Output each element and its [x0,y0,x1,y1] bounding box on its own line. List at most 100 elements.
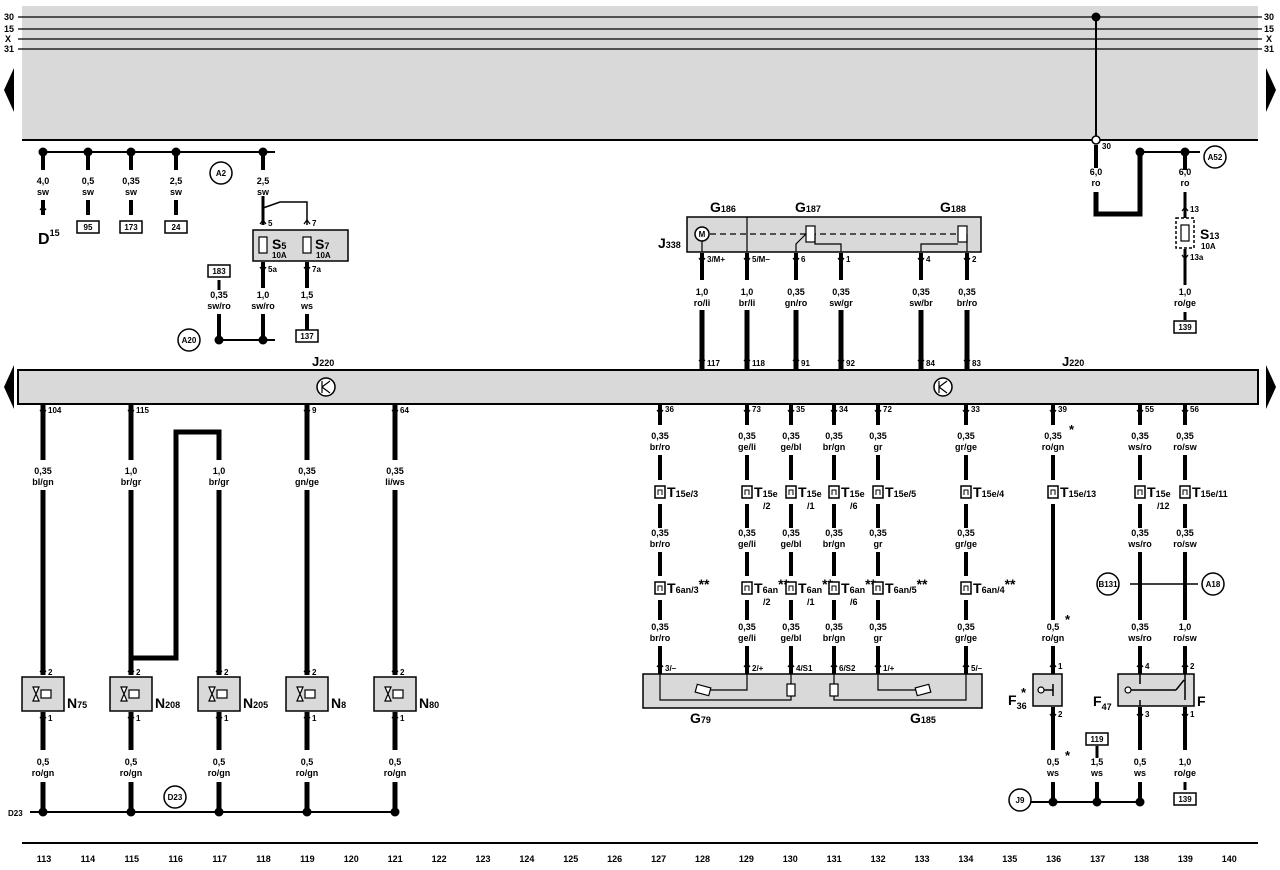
valve-icon [384,686,392,702]
continue-right-arrow-icon [1266,68,1276,112]
column-number: 138 [1134,854,1149,864]
rail-15-left: 15 [4,24,14,34]
valve-icon [208,686,216,702]
connector-label: T15e/5 [885,484,916,500]
wire [1093,152,1143,217]
ref-box [76,220,100,234]
wire-size: 1,0 [1179,757,1192,767]
pin-label: 5a [268,265,277,274]
connector-icon [654,485,666,499]
wire-color: ge/li [738,442,756,452]
wire-size: 2,5 [257,176,270,186]
fuse-icon [1180,224,1190,242]
ref-a20-label: A20 [182,336,197,345]
pin-label: 6/S2 [839,664,856,673]
wire-color: ge/bl [780,539,801,549]
wire-color: ws [1090,768,1103,778]
connector-label: T15e/13 [1060,484,1096,500]
pin-label: 1 [1190,710,1195,719]
connector-icon [654,581,666,595]
wire-color: sw/gr [829,298,853,308]
wire-size: 0,35 [957,622,975,632]
pin-arrow-icon [1181,206,1189,212]
column-number: 121 [388,854,403,864]
column-number: 128 [695,854,710,864]
connector-label: T6an/3** [667,576,710,596]
terminal-d: D15 [38,228,60,248]
column-number: 136 [1046,854,1061,864]
pin-label: 118 [752,359,765,368]
pin-label: 84 [926,359,935,368]
pin-label: 39 [1058,405,1067,414]
pin-label: 30 [1102,142,1111,151]
wire-size: 0,5 [1134,757,1147,767]
pin-label: 13 [1190,205,1199,214]
connector-sub: /2 [763,597,771,607]
wire-size: 0,35 [651,622,669,632]
wire-color: br/gn [823,633,846,643]
wire-size: 0,35 [825,622,843,632]
pin-arrow-icon [963,257,971,263]
pin-label: 5 [268,219,273,228]
ref-box [1085,732,1109,746]
pin-label: 2 [972,255,977,264]
valve-icon [32,686,40,702]
ref-box [119,220,143,234]
pin-arrow-icon [1136,662,1144,668]
injector-valve [373,676,417,712]
wire-color: ro/gn [32,768,55,778]
pin-label: 2 [400,668,405,677]
wire-color: ws/ro [1127,442,1152,452]
wire-color: sw/ro [251,301,275,311]
g188-label: G188 [940,199,966,215]
connector-icon [872,485,884,499]
wire-color: ro/li [694,298,711,308]
ref-box [1173,792,1197,806]
wire-color: ro/gn [120,768,143,778]
ref-a20 [177,328,201,352]
pin-label: 1 [312,714,317,723]
wire-size: 1,5 [301,290,314,300]
wire-color: ws [300,301,313,311]
connector-icon [960,485,972,499]
pin-arrow-icon [39,409,47,415]
pin-arrow-icon [1136,409,1144,415]
wire-color: gr [874,633,883,643]
f36-label: F36 [1008,692,1027,711]
wire-color: ge/li [738,539,756,549]
wire-color: sw [82,187,95,197]
fuse-icon [302,236,312,254]
connector-icon [1179,485,1191,499]
wire-color: bl/gn [32,477,54,487]
ref-box [207,264,231,278]
wire-size: 1,5 [1091,757,1104,767]
wire-color: ro/ge [1174,768,1196,778]
pin-label: 117 [707,359,720,368]
wire-size: 0,35 [1131,528,1149,538]
pin-arrow-icon [837,356,845,362]
connector-icon [1134,485,1146,499]
pin-arrow-icon [127,409,135,415]
connector-sub: /6 [850,501,858,511]
wire-color: ws [1046,768,1059,778]
pin-arrow-icon [874,662,882,668]
wire-color: br/ro [650,633,671,643]
connector-icon [785,485,797,499]
wire-size: 0,35 [738,528,756,538]
wire-size: 0,35 [651,528,669,538]
pin-label: 91 [801,359,810,368]
note-star: * [1021,685,1027,700]
ref-box-label: 137 [300,332,314,341]
pedal-sender-unit [642,673,983,709]
column-number: 139 [1178,854,1193,864]
column-number: 127 [651,854,666,864]
f47-label: F47 [1093,693,1112,712]
rail-31-right: 31 [1264,44,1274,54]
connector-icon [872,581,884,595]
ref-box-label: 24 [172,223,181,232]
wire-color: sw [170,187,183,197]
pin-arrow-icon [1049,409,1057,415]
wire-size: 0,35 [298,466,316,476]
pin-arrow-icon [656,662,664,668]
wire-size: 4,0 [37,176,50,186]
